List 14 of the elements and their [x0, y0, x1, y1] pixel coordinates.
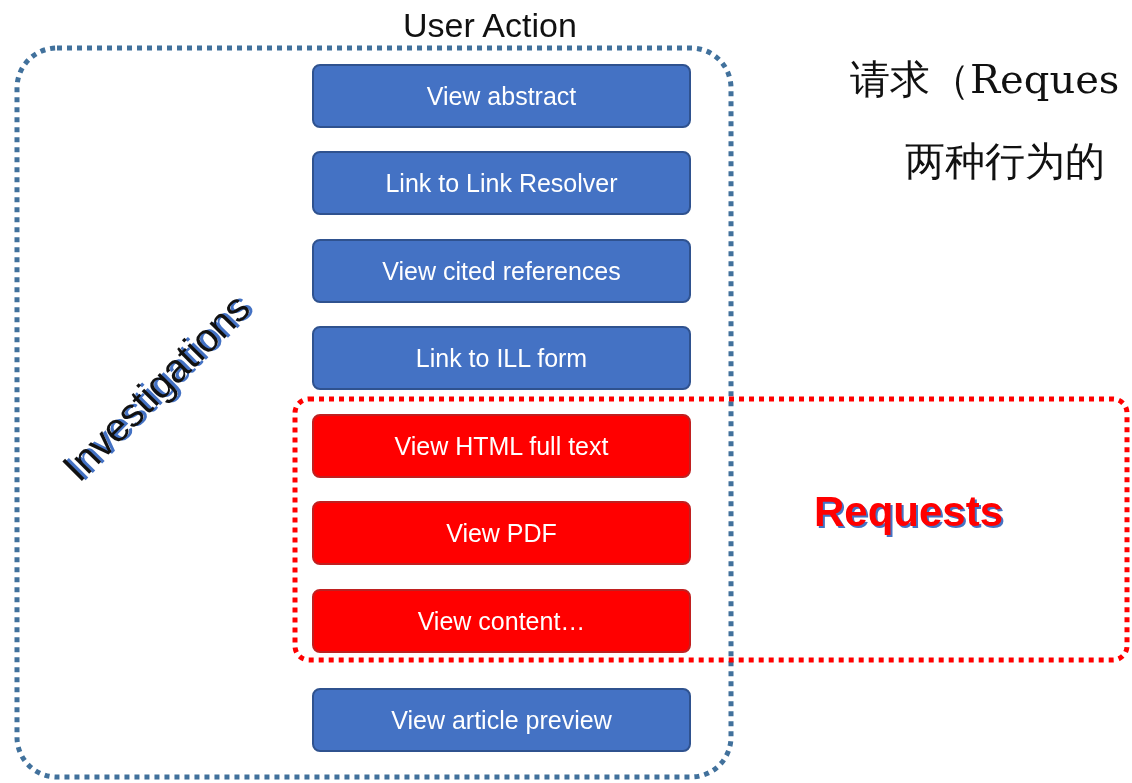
heading-text: 请求（Reques	[850, 55, 1120, 104]
action-button: View HTML full text	[312, 414, 691, 478]
action-button: View cited references	[312, 239, 691, 303]
action-button: View article preview	[312, 688, 691, 752]
heading-text: 两种行为的	[905, 137, 1105, 186]
action-button: View content…	[312, 589, 691, 653]
action-button: View PDF	[312, 501, 691, 565]
group-frame	[292, 396, 1130, 663]
action-button: Link to ILL form	[312, 326, 691, 390]
action-button: Link to Link Resolver	[312, 151, 691, 215]
heading-text: User Action	[403, 6, 577, 45]
group-frame	[14, 45, 734, 780]
action-button: View abstract	[312, 64, 691, 128]
group-title: Requests	[814, 488, 1004, 536]
